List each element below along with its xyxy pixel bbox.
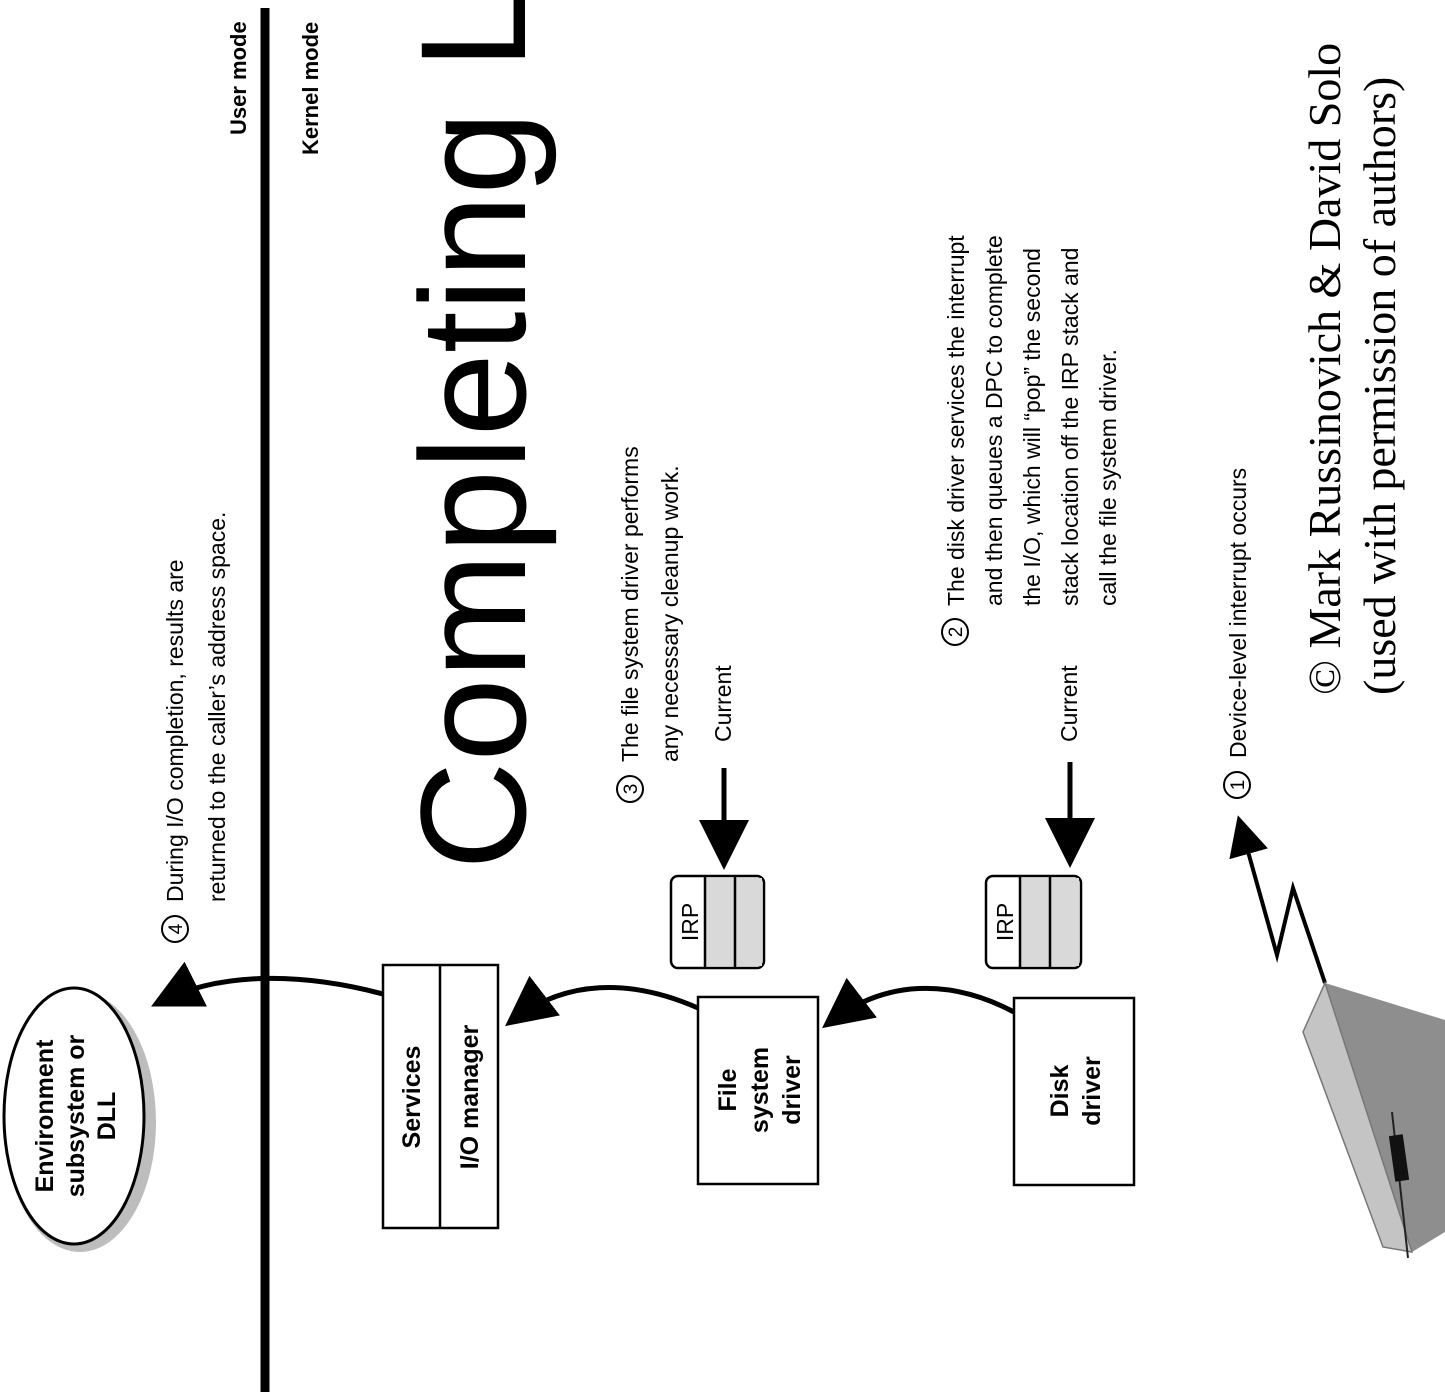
irp-label-fsd: IRP [677, 903, 703, 941]
environment-subsystem-node: Environment subsystem or DLL [2, 986, 156, 1252]
step-1-annotation: 1 Device-level interrupt occurs [1223, 468, 1251, 799]
disk-device-icon [1302, 980, 1445, 1259]
io-manager-label: I/O manager [456, 1024, 484, 1169]
disk-driver-node: Disk driver [1012, 996, 1136, 1187]
step-2-annotation: 2 The disk driver services the interrupt… [941, 235, 1121, 646]
irp-label-disk: IRP [992, 903, 1018, 941]
slide-title: Completing Laye [389, 0, 557, 870]
step-4-number: 4 [166, 923, 187, 934]
step-2-line-3: the I/O, which will “pop” the second [1019, 248, 1045, 606]
step-2-line-1: The disk driver services the interrupt [943, 235, 969, 606]
current-label-disk: Current [1056, 665, 1082, 742]
environment-line-1: Environment [31, 1039, 59, 1192]
step-3-line-2: any necessary cleanup work. [657, 465, 683, 762]
step-1-number: 1 [1228, 780, 1249, 791]
irp-stack-disk: IRP [984, 874, 1083, 970]
step-3-number: 3 [621, 784, 642, 795]
kernel-mode-label: Kernel mode [298, 22, 323, 155]
step-2-line-4: stack location off the IRP stack and [1057, 248, 1083, 606]
disk-driver-line-2: driver [1078, 1056, 1106, 1126]
step-3-annotation: 3 The file system driver performs any ne… [616, 446, 683, 803]
step-3-line-1: The file system driver performs [617, 446, 643, 762]
arrow-disk-to-fsd [822, 977, 1016, 1029]
step-1-line-1: Device-level interrupt occurs [1225, 468, 1251, 758]
io-manager-node: Services I/O manager [381, 963, 500, 1230]
arrow-fsd-to-io-manager [505, 975, 700, 1027]
step-4-annotation: 4 During I/O completion, results are ret… [161, 512, 230, 943]
arrow-io-manager-to-environment [151, 961, 384, 1007]
step-2-line-2: and then queues a DPC to complete [981, 235, 1007, 606]
file-system-driver-node: File system driver [696, 995, 820, 1186]
fsd-line-3: driver [778, 1055, 806, 1125]
step-4-line-2: returned to the caller’s address space. [204, 512, 230, 902]
step-4-line-1: During I/O completion, results are [162, 559, 188, 902]
current-label-fsd: Current [710, 665, 736, 742]
step-2-line-5: call the file system driver. [1095, 349, 1121, 606]
disk-driver-line-1: Disk [1046, 1065, 1074, 1118]
credit-line-2: (used with permission of authors) [1354, 77, 1405, 695]
irp-stack-fsd: IRP [669, 874, 766, 970]
environment-line-3: DLL [93, 1092, 121, 1141]
fsd-line-2: system [746, 1047, 774, 1133]
fsd-line-1: File [714, 1068, 742, 1111]
user-mode-label: User mode [226, 21, 251, 135]
interrupt-lightning-bolt [1229, 815, 1327, 984]
environment-line-2: subsystem or [62, 1034, 90, 1197]
services-label: Services [398, 1046, 426, 1149]
step-2-number: 2 [946, 627, 967, 638]
credit-line-1: © Mark Russinovich & David Solo [1299, 43, 1350, 695]
